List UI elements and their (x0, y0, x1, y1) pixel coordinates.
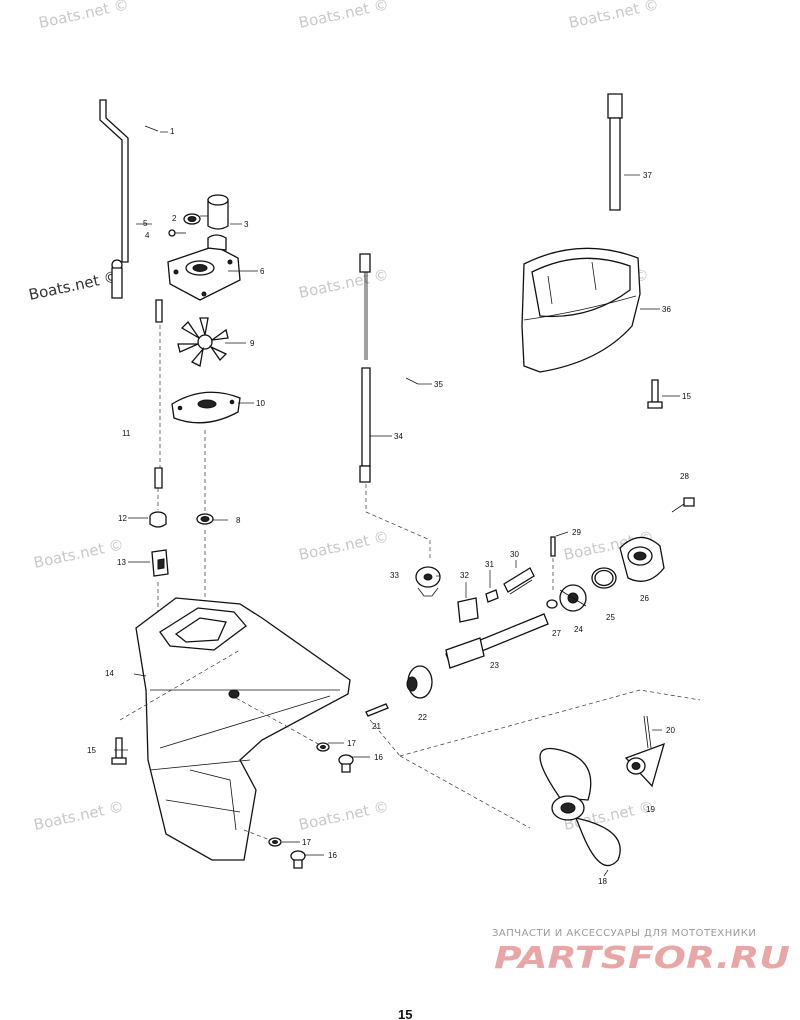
callout-8: 8 (236, 516, 241, 525)
watermarks: Boats.net © Boats.net © Boats.net © Boat… (32, 0, 660, 834)
screw-15-right (647, 379, 663, 409)
bearing-carrier-26 (619, 536, 665, 582)
cotter-pin-20 (643, 715, 652, 749)
callout-10: 10 (256, 399, 265, 408)
pin-29 (550, 536, 556, 590)
callout-11: 11 (122, 429, 131, 438)
screw-28 (671, 497, 695, 513)
callout-27: 27 (552, 629, 561, 638)
callout-28: 28 (680, 472, 689, 481)
pump-seal (183, 213, 201, 225)
callout-32: 32 (460, 571, 469, 580)
callout-16-lower: 16 (328, 851, 337, 860)
pinion-33 (415, 566, 441, 597)
watermark: Boats.net © (297, 527, 390, 564)
callout-9: 9 (250, 339, 255, 348)
shift-rod (99, 99, 168, 299)
clutch-32 (457, 597, 479, 623)
washer-27 (546, 599, 558, 609)
watermark: Boats.net © (297, 0, 390, 32)
watermark-dark: Boats.net © (27, 267, 120, 304)
callout-20: 20 (666, 726, 675, 735)
propeller-18 (539, 748, 621, 866)
callout-35: 35 (434, 380, 443, 389)
callout-37: 37 (643, 171, 652, 180)
callout-5: 5 (143, 219, 148, 228)
callout-6: 6 (260, 267, 265, 276)
pin-31 (485, 589, 499, 603)
callout-25: 25 (606, 613, 615, 622)
watermark: Boats.net © (297, 797, 390, 834)
watermark: Boats.net © (32, 535, 125, 572)
footer-branding: ЗАПЧАСТИ И АКСЕССУАРЫ ДЛЯ МОТОТЕХНИКИ PA… (492, 928, 790, 976)
screw-15-left (111, 737, 127, 765)
page-number: 15 (398, 1007, 412, 1020)
bearing-8 (196, 513, 214, 525)
callout-36: 36 (662, 305, 671, 314)
water-pump-housing (167, 234, 241, 301)
watermark: Boats.net © (297, 265, 390, 302)
callout-15-left: 15 (87, 746, 96, 755)
spacer-12 (149, 511, 167, 528)
plug-16-lower (290, 850, 306, 869)
pin-21 (365, 703, 389, 717)
callout-30: 30 (510, 550, 519, 559)
impeller-plate (171, 391, 241, 424)
callout-17-upper: 17 (347, 739, 356, 748)
callout-22: 22 (418, 713, 427, 722)
callout-13: 13 (117, 558, 126, 567)
callout-23: 23 (490, 661, 499, 670)
prop-nut-19 (624, 742, 665, 788)
shift-rod-34 (359, 253, 431, 560)
callout-labels: 1 2 3 4 5 6 8 9 10 11 12 13 14 15 15 16 … (87, 127, 691, 886)
callout-14: 14 (105, 669, 114, 678)
exhaust-housing-36 (521, 247, 641, 373)
callout-1: 1 (170, 127, 175, 136)
spring-30 (503, 567, 535, 595)
callout-16-upper: 16 (374, 753, 383, 762)
forward-gear-22 (406, 665, 433, 699)
callout-26: 26 (640, 594, 649, 603)
callout-34: 34 (394, 432, 403, 441)
reverse-gear-24 (559, 584, 587, 612)
callout-4: 4 (145, 231, 150, 240)
water-tube-grommet (207, 194, 229, 230)
plug-16-upper (338, 754, 354, 773)
callout-29: 29 (572, 528, 581, 537)
callout-3: 3 (244, 220, 249, 229)
watermark: Boats.net © (32, 797, 125, 834)
watermark: Boats.net © (567, 0, 660, 32)
callout-17-lower: 17 (302, 838, 311, 847)
impeller (177, 317, 229, 367)
water-tube-37 (607, 93, 623, 211)
o-ring-25 (591, 567, 617, 589)
callout-15-right: 15 (682, 392, 691, 401)
callout-18: 18 (598, 877, 607, 886)
callout-31: 31 (485, 560, 494, 569)
propeller-shaft-23 (445, 613, 549, 669)
callout-2: 2 (172, 214, 177, 223)
pump-screw (168, 229, 186, 237)
callout-19: 19 (646, 805, 655, 814)
gear-housing (119, 597, 351, 861)
callout-24: 24 (574, 625, 583, 634)
callout-12: 12 (118, 514, 127, 523)
callout-33: 33 (390, 571, 399, 580)
leader-lines (114, 174, 680, 877)
clip-13 (151, 549, 169, 577)
footer-logo: PARTSFOR.RU (494, 941, 790, 976)
footer-subtitle: ЗАПЧАСТИ И АКСЕССУАРЫ ДЛЯ МОТОТЕХНИКИ (492, 928, 756, 939)
callout-21: 21 (372, 722, 381, 731)
washer-17-upper (316, 742, 330, 752)
watermark: Boats.net © (37, 0, 130, 32)
washer-17-lower (268, 837, 282, 847)
